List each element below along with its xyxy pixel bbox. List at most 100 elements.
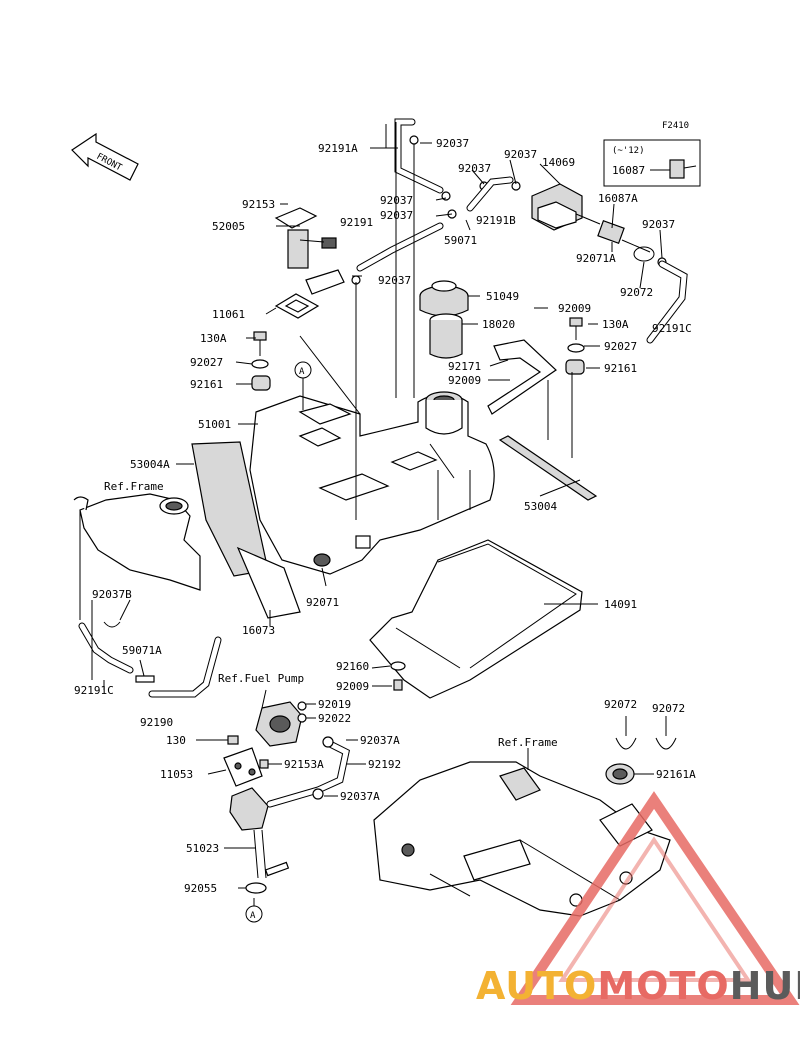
fuel-pump-assembly <box>227 701 307 747</box>
label-92190: 92190 <box>140 716 173 729</box>
watermark-moto: MOTO <box>597 964 730 1008</box>
label-92192: 92192 <box>368 758 401 771</box>
bracket-92171 <box>487 339 557 415</box>
label-92191b: 92191B <box>476 214 516 227</box>
label-ref-frame: Ref.Frame <box>498 736 558 749</box>
clamp-92072-pair <box>615 737 677 750</box>
label-51001: 51001 <box>198 418 231 431</box>
label-92191: 92191 <box>340 216 373 229</box>
clamp-92037a <box>312 736 334 800</box>
fuel-cap-51049 <box>419 280 469 317</box>
label-53004a: 53004A <box>130 458 170 471</box>
label-ref-frame: Ref.Frame <box>104 480 164 493</box>
vent-hose-92191a <box>394 118 444 194</box>
label-130a: 130A <box>200 332 227 345</box>
label-92037: 92037 <box>436 137 469 150</box>
label-92037a: 92037A <box>340 790 380 803</box>
fuel-cock-51023 <box>229 787 290 879</box>
damper-92161a <box>605 763 635 785</box>
marker-a-top: A <box>294 361 312 410</box>
bolt-92153a <box>259 759 269 769</box>
clamp-92072 <box>633 246 655 262</box>
label-92072: 92072 <box>652 702 685 715</box>
fitting-92071 <box>313 535 371 567</box>
diagram-code: F2410 <box>662 121 689 131</box>
label-92071: 92071 <box>306 596 339 609</box>
label-92019: 92019 <box>318 698 351 711</box>
svg-text:A: A <box>299 367 305 377</box>
pad-53004 <box>498 435 598 501</box>
label-92161: 92161 <box>190 378 223 391</box>
inset-note: (~'12) <box>612 146 645 156</box>
label-16087a: 16087A <box>598 192 638 205</box>
plate-16073 <box>236 546 301 619</box>
filter-18020 <box>429 313 463 359</box>
watermark-hub: HUB <box>729 964 800 1008</box>
label-92037: 92037 <box>642 218 675 231</box>
label-92161a: 92161A <box>656 768 696 781</box>
label-92037b: 92037B <box>92 588 132 601</box>
label-92027: 92027 <box>190 356 223 369</box>
watermark-auto: AUTO <box>476 964 598 1008</box>
label-92027: 92027 <box>604 340 637 353</box>
oring-92055 <box>245 882 267 894</box>
label-92037: 92037 <box>380 194 413 207</box>
label-59071a: 59071A <box>122 644 162 657</box>
label-92037: 92037 <box>504 148 537 161</box>
label-11061: 11061 <box>212 308 245 321</box>
clip-92037b <box>103 621 121 628</box>
label-92153: 92153 <box>242 198 275 211</box>
frame-upper-left <box>73 493 201 591</box>
label-92191c: 92191C <box>652 322 692 335</box>
label-ref-fuel-pump: Ref.Fuel Pump <box>218 672 304 685</box>
label-92072: 92072 <box>620 286 653 299</box>
damper-92161-left <box>251 375 271 391</box>
bolt-92009-bottom <box>393 679 403 691</box>
svg-text:A: A <box>250 911 256 921</box>
inset-part: 16087 <box>612 164 645 177</box>
label-59071: 59071 <box>444 234 477 247</box>
label-92009: 92009 <box>448 374 481 387</box>
leader-lines <box>79 122 667 906</box>
label-92037: 92037 <box>378 274 411 287</box>
label-51023: 51023 <box>186 842 219 855</box>
canister-14069 <box>531 183 601 231</box>
label-92022: 92022 <box>318 712 351 725</box>
front-arrow-icon: FRONT <box>71 132 139 181</box>
watermark-text: AUTOMOTOHUB <box>476 964 800 1008</box>
fitting-59071a <box>135 675 155 683</box>
gasket-11061 <box>274 293 320 319</box>
washer-92027-left <box>251 359 269 369</box>
label-18020: 18020 <box>482 318 515 331</box>
label-92171: 92171 <box>448 360 481 373</box>
valve-16087a <box>597 219 651 253</box>
label-92191c: 92191C <box>74 684 114 697</box>
label-130: 130 <box>166 734 186 747</box>
label-92055: 92055 <box>184 882 217 895</box>
hose-92191c-left <box>78 622 134 674</box>
washer-92160 <box>390 661 406 671</box>
inset-box: (~'12) 16087 <box>603 139 701 187</box>
label-92071a: 92071A <box>576 252 616 265</box>
label-92009: 92009 <box>336 680 369 693</box>
hose-92191c-right <box>646 260 688 344</box>
vent-hose-92191 <box>356 222 444 272</box>
label-14069: 14069 <box>542 156 575 169</box>
marker-a-bottom: A <box>245 905 263 923</box>
label-52005: 52005 <box>212 220 245 233</box>
label-92191a: 92191A <box>318 142 358 155</box>
label-53004: 53004 <box>524 500 557 513</box>
label-92153a: 92153A <box>284 758 324 771</box>
label-92160: 92160 <box>336 660 369 673</box>
label-92037a: 92037A <box>360 734 400 747</box>
part-labels: 92191A 92037 92037 92037 14069 92153 920… <box>74 137 696 895</box>
washer-92027-right <box>567 343 585 353</box>
damper-92161-right <box>565 359 585 375</box>
label-130a: 130A <box>602 318 629 331</box>
hose-92190 <box>148 636 222 698</box>
bolt-130a-left <box>253 331 267 356</box>
label-92161: 92161 <box>604 362 637 375</box>
label-92037: 92037 <box>380 209 413 222</box>
label-11053: 11053 <box>160 768 193 781</box>
